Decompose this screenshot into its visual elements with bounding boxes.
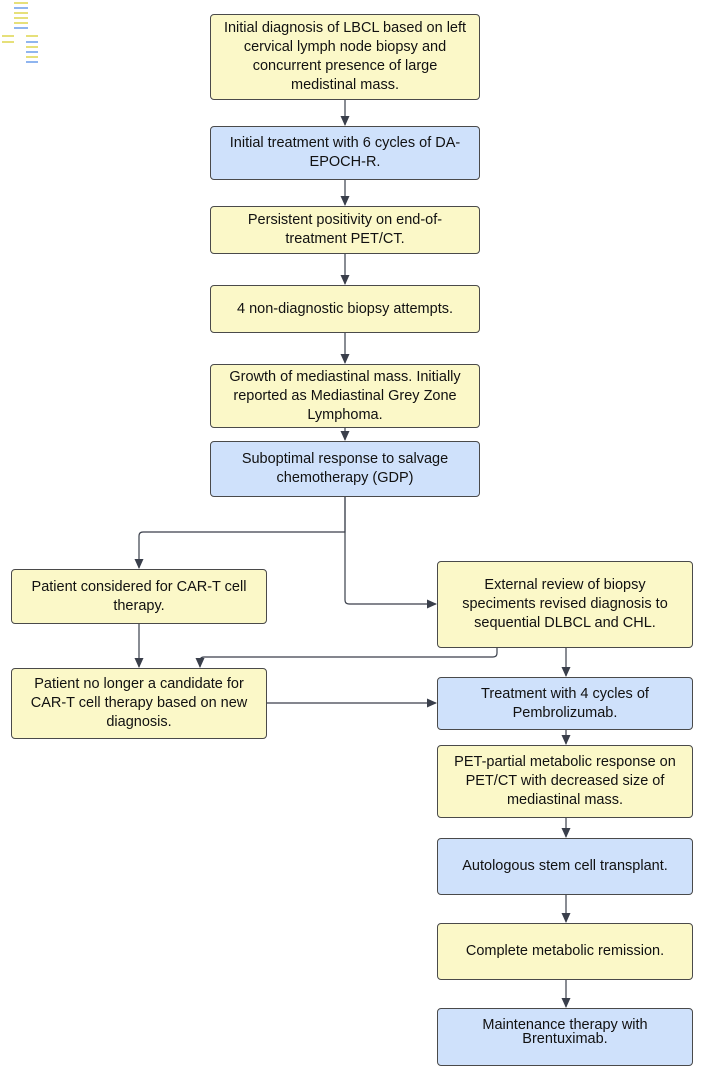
node-label: Initial treatment with 6 cycles of DA-EP… <box>229 135 461 170</box>
node-salvage-chemotherapy[interactable]: Suboptimal response to salvage chemother… <box>210 441 480 497</box>
node-initial-diagnosis[interactable]: Initial diagnosis of LBCL based on left … <box>210 14 480 100</box>
node-label: Suboptimal response to salvage chemother… <box>241 451 449 486</box>
node-label: Persistent positivity on end-of-treatmen… <box>247 212 443 247</box>
node-maintenance-therapy[interactable]: Maintenance therapy with Brentuximab. <box>437 1008 693 1066</box>
node-complete-remission[interactable]: Complete metabolic remission. <box>437 923 693 980</box>
node-partial-response[interactable]: PET-partial metabolic response on PET/CT… <box>437 745 693 818</box>
node-label: Patient no longer a candidate for CAR-T … <box>30 676 248 730</box>
node-label: 4 non-diagnostic biopsy attempts. <box>236 300 453 317</box>
arrow-n6-n8 <box>344 497 437 609</box>
arrow-n8-n9 <box>195 648 498 668</box>
node-label: Autologous stem cell transplant. <box>462 858 668 874</box>
node-pembrolizumab[interactable]: Treatment with 4 cycles of Pembrolizumab… <box>437 677 693 730</box>
node-label: PET-partial metabolic response on PET/CT… <box>454 754 676 808</box>
node-external-review[interactable]: External review of biopsy speciments rev… <box>437 561 693 648</box>
arrow-n6-n7 <box>134 497 346 569</box>
node-no-longer-candidate[interactable]: Patient no longer a candidate for CAR-T … <box>11 668 267 739</box>
node-label: Maintenance therapy with Brentuximab. <box>482 1017 648 1047</box>
node-label: Growth of mediastinal mass. Initially re… <box>229 368 461 423</box>
minimap-thumbnail[interactable] <box>0 0 46 66</box>
node-label: Treatment with 4 cycles of Pembrolizumab… <box>481 685 649 721</box>
node-label: Patient considered for CAR-T cell therap… <box>31 578 247 614</box>
node-biopsy-attempts[interactable]: 4 non-diagnostic biopsy attempts. <box>210 285 480 333</box>
node-persistent-positivity[interactable]: Persistent positivity on end-of-treatmen… <box>210 206 480 254</box>
node-label: External review of biopsy speciments rev… <box>462 577 668 631</box>
node-stem-cell-transplant[interactable]: Autologous stem cell transplant. <box>437 838 693 895</box>
node-mass-growth[interactable]: Growth of mediastinal mass. Initially re… <box>210 364 480 428</box>
node-label: Complete metabolic remission. <box>465 943 665 959</box>
node-car-t-considered[interactable]: Patient considered for CAR-T cell therap… <box>11 569 267 624</box>
node-label: Initial diagnosis of LBCL based on left … <box>223 20 467 93</box>
node-initial-treatment[interactable]: Initial treatment with 6 cycles of DA-EP… <box>210 126 480 180</box>
